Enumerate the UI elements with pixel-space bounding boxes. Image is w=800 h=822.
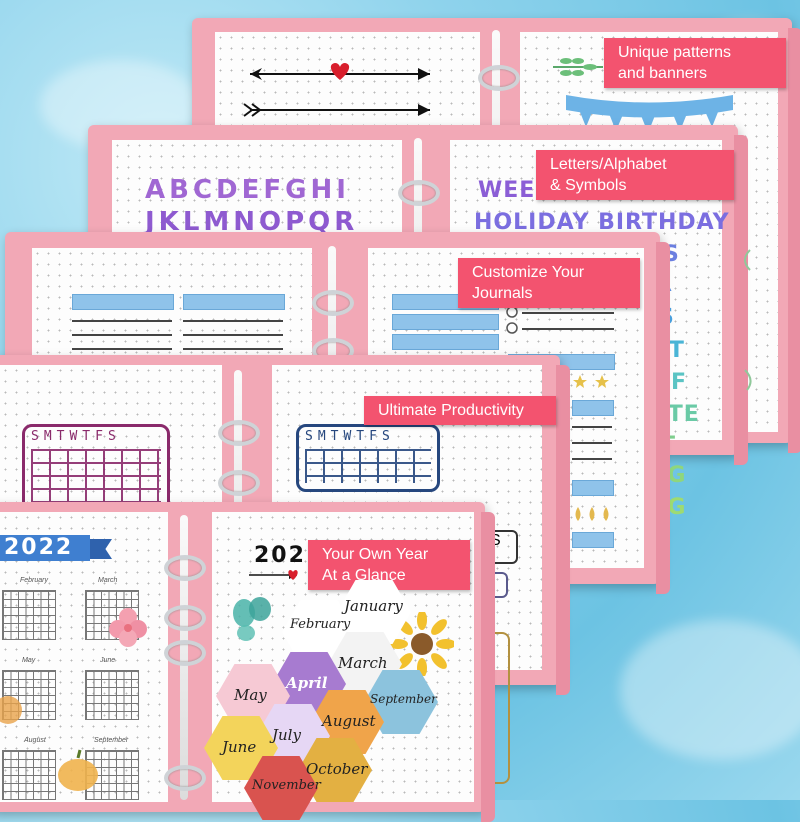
header-bar <box>392 334 499 350</box>
hex-month-label: March <box>338 654 388 672</box>
hex-month-label: January <box>344 597 403 615</box>
month-tag: September <box>94 737 129 744</box>
banner-patterns: Unique patterns and banners <box>604 38 786 88</box>
leaf-and-pennant-banner <box>553 58 733 133</box>
hex-month-label: August <box>322 712 376 730</box>
weekly-calendar-widget: SMTWTFS <box>296 424 440 492</box>
hex-month-label: June <box>222 738 257 756</box>
leaf-icon <box>744 249 752 391</box>
hex-month-label: February <box>290 617 351 632</box>
arrow-heart-icon <box>249 570 298 580</box>
star-icon <box>573 375 609 388</box>
partial-frame <box>486 632 510 784</box>
hex-month-label: September <box>370 692 437 706</box>
ruled-line <box>572 458 612 460</box>
ribbon-tail <box>90 539 112 559</box>
mini-calendar <box>2 750 56 800</box>
calendar-weekday-header: SMTWTFS <box>31 429 121 444</box>
header-bar <box>72 294 174 310</box>
banner-text-line: Your Own Year <box>322 546 429 563</box>
drop-icon <box>575 507 609 521</box>
banner-text-line: Ultimate Productivity <box>378 402 524 419</box>
binder-ring <box>312 290 354 316</box>
banner-text-line: Journals <box>472 285 533 302</box>
hex-month-label: May <box>234 686 267 704</box>
sunflower-icon <box>390 612 454 676</box>
binder-edge <box>556 365 570 695</box>
cloud-decoration <box>620 620 800 760</box>
banner-text-line: & Symbols <box>550 177 627 194</box>
month-tag: August <box>24 737 46 744</box>
binder-ring <box>164 555 206 581</box>
hex-month-label: July <box>272 726 301 744</box>
hex-month-label: October <box>306 760 368 778</box>
binder-ring <box>164 605 206 631</box>
header-bar <box>572 532 614 548</box>
banner-productivity: Ultimate Productivity <box>364 396 556 425</box>
calendar-weekday-header: SMTWTFS <box>305 429 395 444</box>
binder-ring <box>398 180 440 206</box>
ruled-line <box>72 320 172 322</box>
header-bar <box>572 400 614 416</box>
ruled-line <box>183 334 283 336</box>
butterfly-icon <box>233 597 271 641</box>
monthly-calendar-widget: SMTWTFS <box>22 424 170 512</box>
ruled-line <box>72 334 172 336</box>
flower-icon <box>109 608 147 647</box>
checkbox-circle-icon <box>506 306 518 334</box>
hex-month-label: April <box>286 674 328 692</box>
binder-edge <box>734 135 748 465</box>
binder-ring <box>218 420 260 446</box>
binder-ring <box>164 640 206 666</box>
month-tag: February <box>20 577 49 584</box>
banner-text-line: Customize Your <box>472 264 585 281</box>
alphabet-row-1: ABCDEFGHI <box>145 175 350 205</box>
ruled-line <box>522 328 614 330</box>
binder-ring <box>164 765 206 791</box>
binder-ring <box>478 65 520 91</box>
flower-and-pumpkin-decoration <box>0 696 98 791</box>
year-title-ribbon <box>0 535 90 561</box>
ruled-line <box>572 426 612 428</box>
header-bar <box>183 294 285 310</box>
banner-text-line: and banners <box>618 65 707 82</box>
banner-text-line: At a Glance <box>322 567 406 584</box>
year-title: 2022 <box>4 535 74 560</box>
partial-frame <box>486 572 508 598</box>
mini-calendar <box>85 670 139 720</box>
calendar-grid <box>305 449 431 483</box>
ruled-line <box>72 348 172 350</box>
binder-ring <box>218 470 260 496</box>
header-bar <box>572 480 614 496</box>
binder-edge <box>788 28 800 453</box>
header-bar <box>392 314 499 330</box>
partial-frame: S <box>486 530 518 564</box>
mini-calendar <box>2 590 56 640</box>
month-tag: June <box>100 657 116 664</box>
ruled-line <box>183 348 283 350</box>
binder-edge <box>481 512 495 822</box>
stencil-word: HOLIDAY BIRTHDAY <box>474 210 730 235</box>
ruled-line <box>572 442 612 444</box>
month-tag: May <box>22 657 36 664</box>
binder-edge <box>656 242 670 594</box>
month-tag: March <box>98 577 118 584</box>
ruled-line <box>183 320 283 322</box>
calendar-grid <box>31 449 161 503</box>
ruled-line <box>522 312 614 314</box>
year-partial-title: 202 <box>254 543 306 568</box>
hex-month-label: November <box>252 778 321 793</box>
banner-letters: Letters/Alphabet & Symbols <box>536 150 734 200</box>
arrow-patterns <box>243 63 430 117</box>
banner-customize: Customize Your Journals <box>458 258 640 308</box>
banner-text-line: Unique patterns <box>618 44 731 61</box>
banner-text-line: Letters/Alphabet <box>550 156 667 173</box>
